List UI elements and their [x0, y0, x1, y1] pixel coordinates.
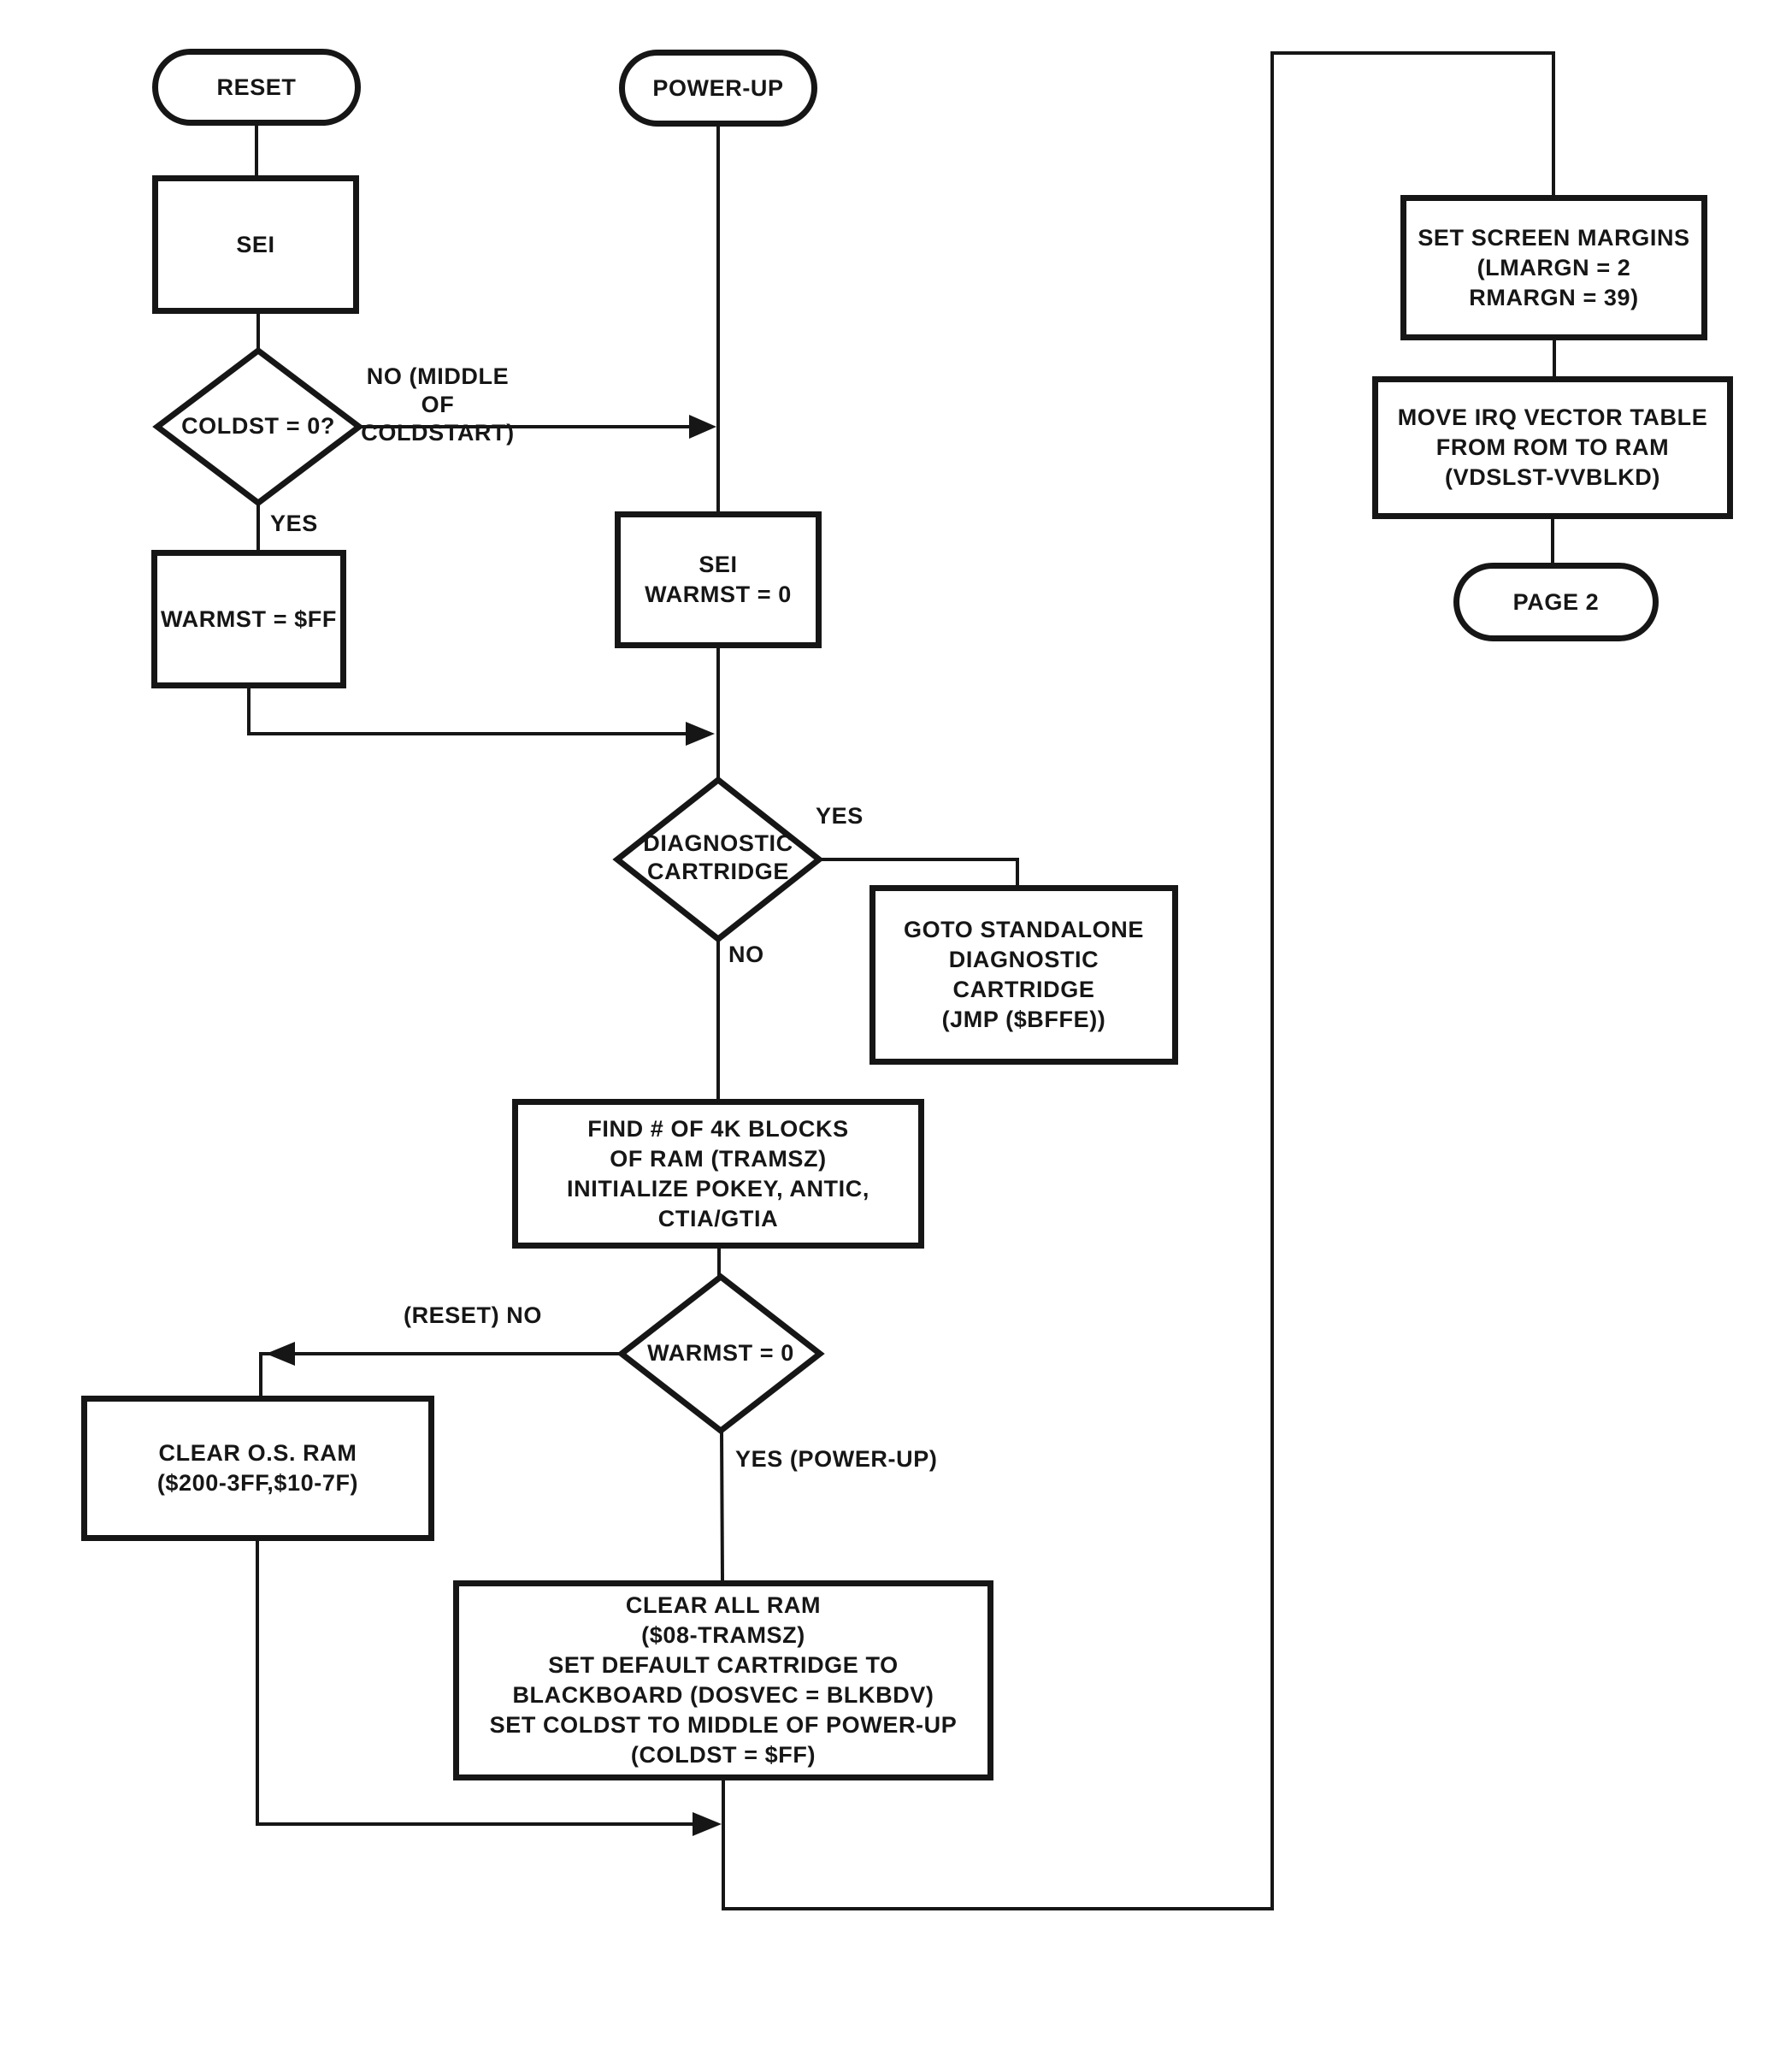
- edge-label-yes-coldst: YES: [270, 511, 318, 536]
- decision-coldst-label: COLDST = 0?: [181, 413, 335, 439]
- connector-clearos-to-main: [256, 1541, 693, 1826]
- edge-label-yes-diagnostic: YES: [816, 803, 864, 829]
- terminator-power-up: POWER-UP: [619, 50, 817, 127]
- edge-label-reset-no: (RESET) NO: [403, 1302, 542, 1328]
- decision-diagnostic-shape: [612, 776, 824, 943]
- edge-label-no-coldstart: NO (MIDDLE OF COLDSTART): [361, 363, 515, 446]
- decision-warmst0-shape: [616, 1273, 825, 1435]
- arrowhead-right-icon: [686, 722, 715, 746]
- connector-warmstff-to-main: [247, 688, 686, 735]
- arrowhead-left-icon: [266, 1342, 295, 1366]
- connector-warmst0-no-to-clearos: [259, 1352, 622, 1396]
- edge-label-yes-powerup: YES (POWER-UP): [735, 1446, 938, 1472]
- process-sei-warmst0: SEI WARMST = 0: [615, 511, 822, 648]
- process-sei: SEI: [152, 175, 359, 314]
- edge-label-no-diagnostic: NO: [728, 942, 764, 967]
- arrowhead-right-icon: [689, 415, 716, 439]
- decision-diagnostic-label: DIAGNOSTIC CARTRIDGE: [643, 830, 793, 884]
- process-goto-diagnostic: GOTO STANDALONE DIAGNOSTIC CARTRIDGE (JM…: [869, 885, 1178, 1065]
- connector-main-loop-to-margins: [722, 51, 1555, 1910]
- decision-coldst-shape: [152, 346, 364, 507]
- arrowhead-right-icon: [693, 1812, 722, 1836]
- connector-diag-yes-to-goto: [819, 858, 1019, 885]
- process-set-screen-margins: SET SCREEN MARGINS (LMARGN = 2 RMARGN = …: [1400, 195, 1707, 340]
- process-clear-all-ram: CLEAR ALL RAM ($08-TRAMSZ) SET DEFAULT C…: [453, 1580, 993, 1780]
- terminator-page2: PAGE 2: [1453, 563, 1659, 641]
- process-clear-os-ram: CLEAR O.S. RAM ($200-3FF,$10-7F): [81, 1396, 434, 1541]
- decision-warmst0-label: WARMST = 0: [647, 1340, 794, 1366]
- process-warmst-ff: WARMST = $FF: [151, 550, 346, 688]
- process-find-ram: FIND # OF 4K BLOCKS OF RAM (TRAMSZ) INIT…: [512, 1099, 924, 1249]
- terminator-reset: RESET: [152, 49, 361, 126]
- process-move-irq-vectors: MOVE IRQ VECTOR TABLE FROM ROM TO RAM (V…: [1372, 376, 1733, 519]
